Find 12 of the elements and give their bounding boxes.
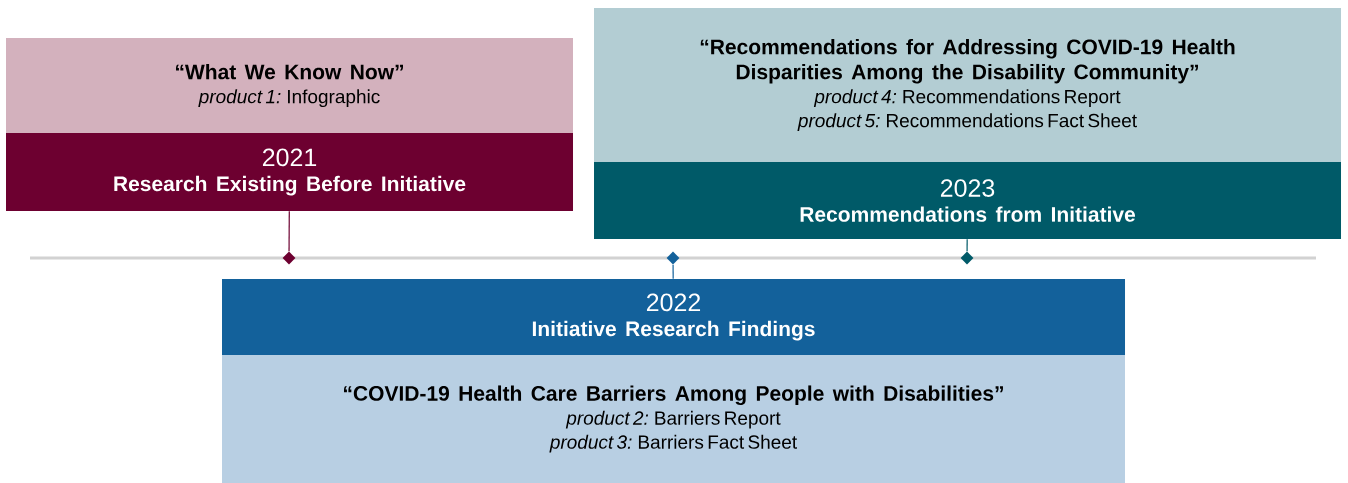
diamond-marker — [282, 251, 296, 265]
connector-line — [288, 210, 290, 252]
connector-line — [966, 238, 968, 252]
product-panel: “What We Know Now” product 1: Infographic — [6, 38, 573, 133]
connector-line — [672, 264, 674, 280]
diamond-marker — [666, 251, 680, 265]
product-panel: “COVID-19 Health Care Barriers Among People with Disabilities” product 2: Barriers Report product 3: Barriers Fact Sheet — [222, 355, 1125, 483]
year-band: 2022 Initiative Research Findings — [222, 279, 1125, 355]
year-band: 2021 Research Existing Before Initiative — [6, 133, 573, 211]
product-panel: “Recommendations for Addressing COVID-19 Health Disparities Among the Disability Community” product 4: Recommendations Report product 5: Recommendations Fact Sheet — [594, 8, 1341, 162]
diamond-marker — [960, 251, 974, 265]
year-band: 2023 Recommendations from Initiative — [594, 162, 1341, 239]
